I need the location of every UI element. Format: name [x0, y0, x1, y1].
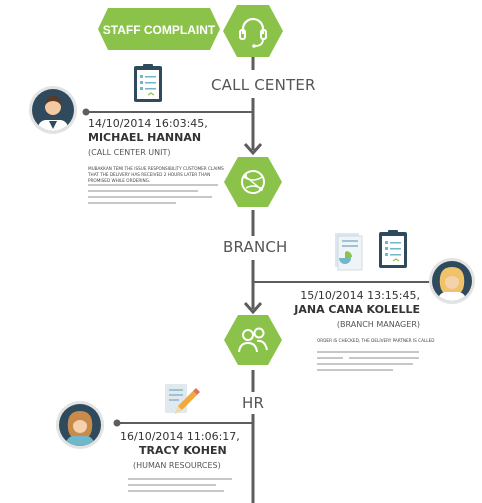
clipboard-icon: [379, 230, 407, 268]
placeholder-lines: [317, 351, 427, 375]
entry-note: ORDER IS CHECKED, THE DELIVERY PARTNER I…: [317, 338, 435, 343]
arrow-head: [243, 302, 263, 315]
staff-complaint-badge: [98, 8, 220, 50]
edit-document-icon: [165, 384, 200, 414]
woman-avatar: [56, 401, 104, 449]
entry-date: 16/10/2014 11:06:17,: [120, 430, 240, 443]
entry-date: 15/10/2014 13:15:45,: [300, 289, 420, 302]
entry-name: JANA CANA KOLELLE: [294, 303, 420, 316]
man-avatar: [29, 86, 77, 134]
report-documents-icon: [335, 233, 363, 271]
entry-role: (BRANCH MANAGER): [336, 320, 420, 329]
stage-label-branch: BRANCH: [223, 238, 288, 256]
connector-dot: [82, 108, 90, 116]
placeholder-lines: [128, 478, 238, 496]
woman-avatar: [429, 258, 475, 304]
entry-role: (HUMAN RESOURCES): [133, 461, 221, 470]
entry-role: (CALL CENTER UNIT): [88, 148, 171, 157]
entry-name: MICHAEL HANNAN: [88, 131, 202, 144]
network-globe-icon: [224, 157, 282, 207]
placeholder-lines: [88, 184, 220, 208]
connector-dot: [113, 419, 121, 427]
stage-label-call-center: CALL CENTER: [211, 76, 316, 94]
headset-icon: [223, 5, 283, 57]
arrow-head: [243, 143, 263, 156]
clipboard-icon: [134, 64, 162, 102]
entry-note: MUBAKKAN TEMI THE ISSUE RESPONSIBILITY C…: [88, 166, 224, 183]
badge-label: STAFF COMPLAINT: [103, 23, 216, 37]
entry-name: TRACY KOHEN: [139, 444, 227, 457]
stage-label-hr: HR: [242, 394, 265, 412]
entry-date: 14/10/2014 16:03:45,: [88, 117, 208, 130]
people-icon: [224, 315, 282, 365]
